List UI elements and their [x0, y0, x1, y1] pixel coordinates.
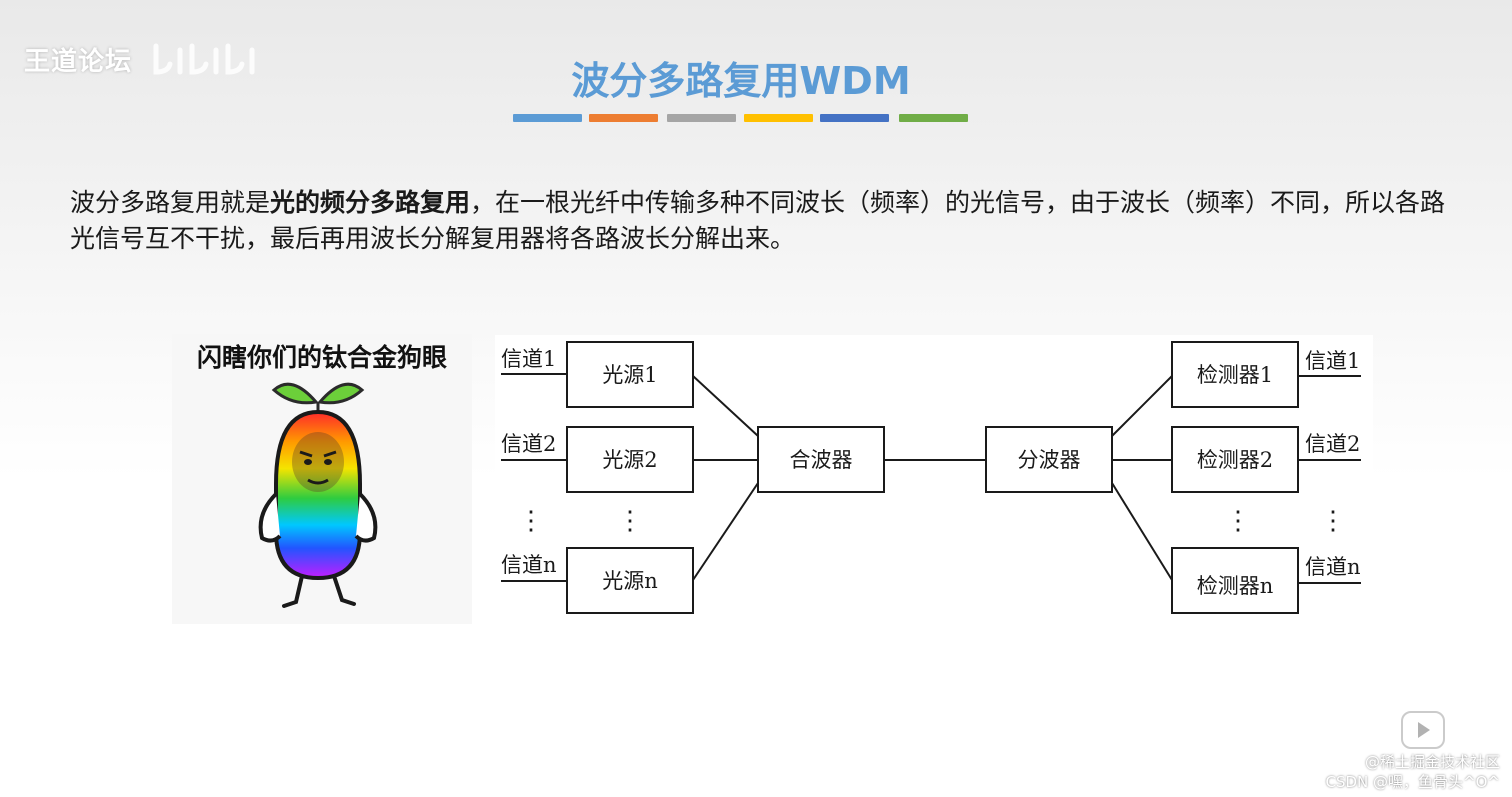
- paragraph-part2: ，在一根光纤中传输多种不同波长（频率）的光信号，由于波长（频率）不同，所以各路光…: [70, 188, 1446, 253]
- demultiplexer-label: 分波器: [1018, 448, 1081, 472]
- footer-watermark-line2: CSDN @嘿，鱼骨头^O^: [1325, 773, 1500, 791]
- rainbow-bean-figure: [258, 382, 378, 608]
- detector-box: [1171, 341, 1299, 408]
- title-accent-bars: [513, 114, 969, 122]
- ellipsis-glyph: ⋮: [617, 506, 643, 536]
- source-box: [566, 547, 694, 614]
- input-channel-label: 信道1: [501, 347, 556, 371]
- accent-bar: [744, 114, 813, 122]
- source-label: 光源1: [602, 363, 657, 387]
- watermark-brand: 王道论坛: [24, 46, 133, 77]
- detector-label: 检测器2: [1197, 448, 1273, 472]
- output-channel-label: 信道2: [1305, 432, 1360, 456]
- watermark-left: 王道论坛: [24, 40, 266, 78]
- paragraph-bold: 光的频分多路复用: [270, 188, 471, 217]
- ellipsis-glyph: ⋮: [1225, 506, 1251, 536]
- csdn-play-badge-icon: [1401, 711, 1445, 749]
- description-paragraph: 波分多路复用就是光的频分多路复用，在一根光纤中传输多种不同波长（频率）的光信号，…: [70, 185, 1450, 257]
- meme-caption: 闪瞎你们的钛合金狗眼: [196, 343, 447, 372]
- accent-bar: [589, 114, 658, 122]
- source-box: [566, 341, 694, 408]
- detector-label: 检测器n: [1197, 574, 1274, 598]
- meme-image: 闪瞎你们的钛合金狗眼: [172, 334, 472, 624]
- detector-box: [1171, 547, 1299, 614]
- slide-title: 波分多路复用WDM: [571, 59, 911, 103]
- ellipsis-glyph: ⋮: [1320, 506, 1346, 536]
- accent-bar: [899, 114, 968, 122]
- source-label: 光源2: [602, 448, 657, 472]
- accent-bar: [820, 114, 889, 122]
- footer-watermark: @稀土掘金技术社区 CSDN @嘿，鱼骨头^O^: [1326, 752, 1500, 792]
- accent-bar: [667, 114, 736, 122]
- footer-watermark-line1: @稀土掘金技术社区: [1364, 753, 1500, 771]
- output-channel-label: 信道1: [1305, 349, 1360, 373]
- input-channel-label: 信道n: [501, 553, 557, 577]
- paragraph-part1: 波分多路复用就是: [70, 188, 271, 217]
- accent-bar: [513, 114, 582, 122]
- detector-label: 检测器1: [1197, 363, 1273, 387]
- source-label: 光源n: [602, 569, 658, 593]
- bilibili-logo-icon: [153, 43, 255, 75]
- multiplexer-label: 合波器: [790, 448, 853, 472]
- wdm-diagram: 信道1 信道2 信道n 光源1 光源2 光源n 合波器 分波器 检测器1 检测器…: [495, 335, 1373, 618]
- input-channel-label: 信道2: [501, 432, 556, 456]
- output-channel-label: 信道n: [1305, 555, 1361, 579]
- ellipsis-glyph: ⋮: [518, 506, 544, 536]
